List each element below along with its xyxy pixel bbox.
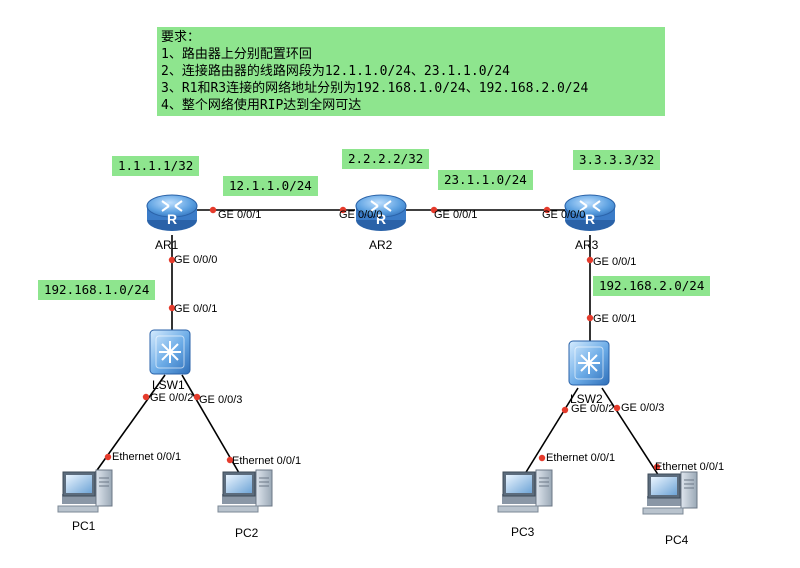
lan1-tag: 192.168.1.0/24 [38, 280, 156, 300]
port-label-lsw1-ge002: GE 0/0/2 [150, 392, 194, 404]
requirements-heading: 要求： [161, 30, 201, 45]
port-dot [561, 406, 569, 414]
port-dot [104, 453, 112, 461]
port-dot [339, 206, 347, 214]
pc3-label: PC3 [511, 525, 535, 539]
requirement-item: 1、路由器上分别配置环回 [161, 47, 312, 62]
lsw1-label: LSW1 [152, 378, 185, 392]
port-label-lsw1-ge001: GE 0/0/1 [174, 303, 218, 315]
port-label-lsw2-ge002: GE 0/0/2 [571, 403, 615, 415]
port-dot [613, 404, 621, 412]
link-lsw2-pc4 [601, 387, 669, 491]
pc1-label: PC1 [72, 519, 96, 533]
requirement-item: 3、R1和R3连接的网络地址分别为192.168.1.0/24、192.168.… [161, 81, 589, 96]
ar1-loopback-tag: 1.1.1.1/32 [112, 156, 200, 176]
lan2-tag: 192.168.2.0/24 [593, 276, 711, 296]
port-dot [168, 304, 176, 312]
pc2-icon[interactable] [217, 469, 273, 513]
port-label-pc2-eth: Ethernet 0/0/1 [232, 455, 302, 467]
link-ar2-ar3-tag: 23.1.1.0/24 [438, 170, 533, 190]
port-dot [543, 206, 551, 214]
requirement-item: 4、整个网络使用RIP达到全网可达 [161, 98, 362, 113]
port-label-lsw1-ge003: GE 0/0/3 [199, 394, 243, 406]
port-label-lsw2-ge001: GE 0/0/1 [593, 313, 637, 325]
pc4-label: PC4 [665, 533, 689, 547]
ar1-label: AR1 [155, 238, 179, 252]
port-label-ar3-ge001: GE 0/0/1 [593, 256, 637, 268]
port-dot [586, 314, 594, 322]
port-label-pc3-eth: Ethernet 0/0/1 [546, 452, 616, 464]
pc4-icon[interactable] [642, 471, 698, 515]
port-dot [226, 456, 234, 464]
requirements-box: 要求： 1、路由器上分别配置环回 2、连接路由器的线路网段为12.1.1.0/2… [157, 27, 665, 116]
ar3-loopback-tag: 3.3.3.3/32 [573, 150, 661, 170]
switch-lsw1-icon[interactable] [149, 329, 191, 375]
ar2-label: AR2 [369, 238, 393, 252]
port-dot [653, 463, 661, 471]
ar2-loopback-tag: 2.2.2.2/32 [342, 149, 430, 169]
pc1-icon[interactable] [57, 469, 113, 513]
requirement-item: 2、连接路由器的线路网段为12.1.1.0/24、23.1.1.0/24 [161, 64, 511, 79]
port-dot [193, 393, 201, 401]
port-label-pc4-eth: Ethernet 0/0/1 [655, 461, 725, 473]
router-ar1-icon[interactable] [146, 194, 198, 232]
port-label-ar1-ge000: GE 0/0/0 [174, 254, 218, 266]
ar3-label: AR3 [575, 238, 599, 252]
port-dot [538, 454, 546, 462]
links [89, 209, 669, 491]
link-ar1-ar2-tag: 12.1.1.0/24 [223, 176, 318, 196]
port-dot [209, 206, 217, 214]
port-dot [142, 393, 150, 401]
port-label-lsw2-ge003: GE 0/0/3 [621, 402, 665, 414]
port-dot [168, 256, 176, 264]
port-label-ar2-ge001: GE 0/0/1 [434, 209, 478, 221]
port-label-ar1-ge001: GE 0/0/1 [218, 209, 262, 221]
port-dots [104, 206, 661, 471]
port-dot [586, 256, 594, 264]
link-lsw1-pc1 [89, 374, 166, 481]
port-dot [430, 206, 438, 214]
pc2-label: PC2 [235, 526, 259, 540]
port-label-pc1-eth: Ethernet 0/0/1 [112, 451, 182, 463]
port-label-ar2-ge000: GE 0/0/0 [339, 209, 383, 221]
switch-lsw2-icon[interactable] [568, 340, 610, 386]
lsw2-label: LSW2 [570, 392, 603, 406]
port-label-ar3-ge000: GE 0/0/0 [542, 209, 586, 221]
pc3-icon[interactable] [497, 469, 553, 513]
